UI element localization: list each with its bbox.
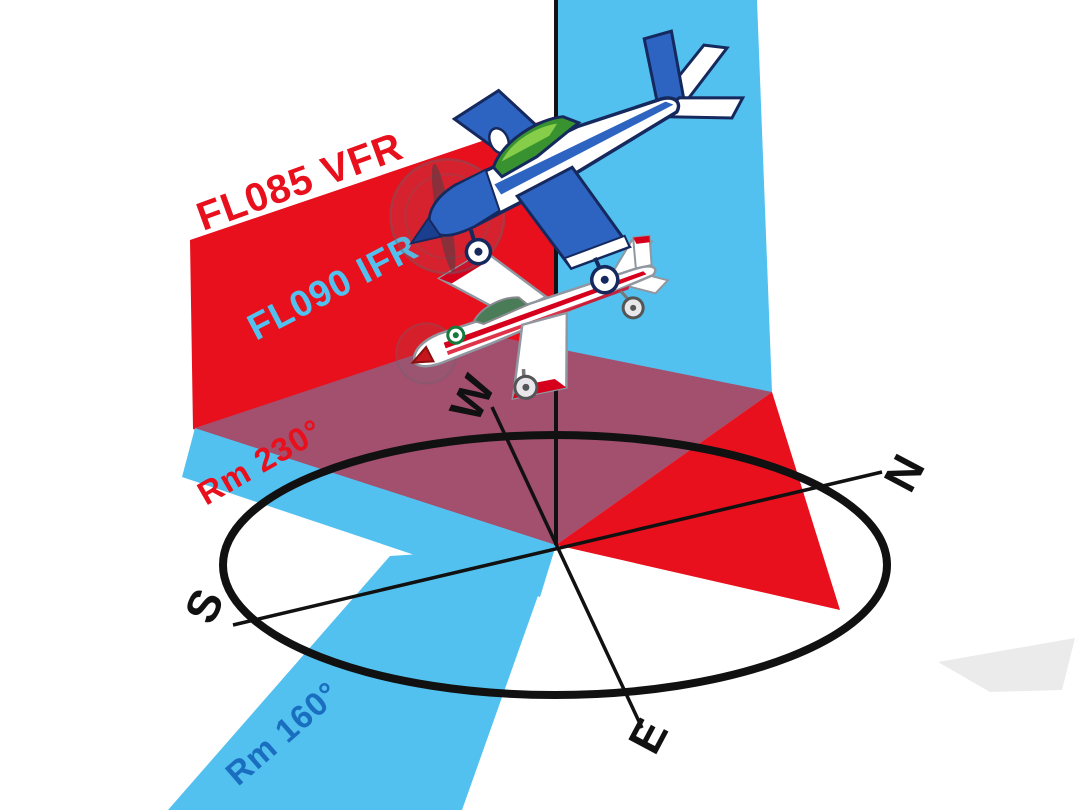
engine-cowling: [428, 168, 501, 236]
tail-wheel-hub: [630, 304, 637, 311]
canopy: [491, 115, 582, 179]
spinner: [410, 345, 436, 364]
canopy-highlight: [501, 123, 558, 162]
vfr-blue-aircraft: [389, 29, 746, 295]
west-east-axis: [490, 406, 644, 729]
compass-label-east: E: [618, 710, 678, 762]
main-wheel-hub: [522, 383, 530, 391]
red-route-plane-right: [556, 392, 840, 610]
canopy: [472, 296, 530, 326]
fuselage-stripe: [494, 101, 674, 195]
ground-shadow: [938, 638, 1075, 692]
ifr-white-red-aircraft: [395, 234, 670, 401]
near-wheel-hub: [600, 275, 609, 284]
spinner: [408, 216, 443, 245]
nose-roundel-center: [452, 332, 459, 339]
compass-rose: W N S E: [174, 0, 935, 762]
blue-route-plane-lower-band: [168, 545, 556, 810]
near-wing-tip: [563, 234, 631, 270]
fin-red-tip: [633, 235, 650, 244]
nose-wheel-hub: [474, 247, 483, 256]
compass-label-north: N: [873, 446, 935, 500]
